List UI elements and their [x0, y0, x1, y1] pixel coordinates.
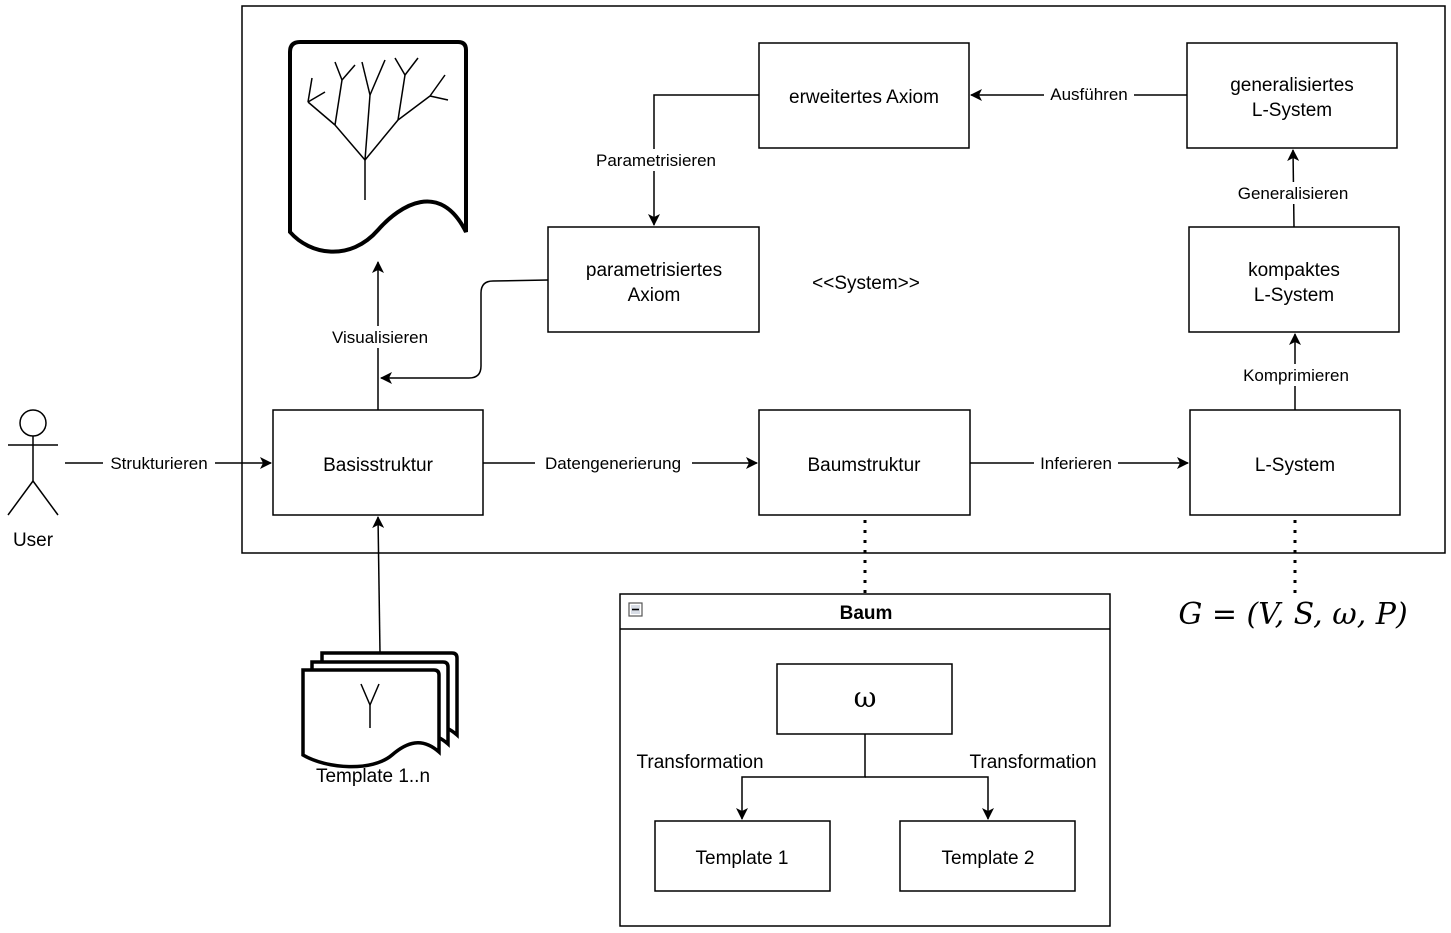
edge-axiom-to-basis — [380, 279, 549, 384]
lsystem-node — [1189, 409, 1401, 516]
user-actor-icon — [7, 409, 59, 516]
edge-parametrisieren-label: Parametrisieren — [596, 151, 716, 170]
tree-document-icon — [288, 40, 468, 254]
generalisiertes-label-line2: L-System — [1252, 100, 1332, 121]
edge-transform-right — [865, 776, 994, 820]
transformation-right-label: Transformation — [969, 752, 1096, 773]
edge-ausfuehren-label: Ausführen — [1050, 85, 1128, 104]
omega-label: ω — [854, 681, 877, 714]
baumstruktur-label: Baumstruktur — [808, 455, 922, 476]
template2-label: Template 2 — [942, 848, 1035, 869]
baum-panel: Baum ω Transformation Transformation Tem… — [619, 593, 1111, 927]
parametrisiertes-axiom-node — [547, 226, 760, 333]
edge-generalisieren-label: Generalisieren — [1238, 184, 1349, 203]
system-stereotype: <<System>> — [812, 273, 920, 294]
edge-visualisieren-label: Visualisieren — [332, 328, 428, 347]
grammar-formula: G = (V, S, ω, P) — [1178, 597, 1407, 632]
kompaktes-label-line1: kompaktes — [1248, 260, 1340, 281]
template-stack-icon — [301, 651, 459, 769]
edge-komprimieren-label: Komprimieren — [1243, 366, 1349, 385]
erweitertes-axiom-node — [758, 42, 970, 149]
edge-datengenerierung-label: Datengenerierung — [545, 454, 681, 473]
omega-node — [776, 663, 953, 735]
kompaktes-label-line2: L-System — [1254, 285, 1334, 306]
edge-strukturieren-label: Strukturieren — [110, 454, 207, 473]
template1-node — [654, 820, 831, 892]
user-label: User — [13, 530, 54, 551]
lsystem-label: L-System — [1255, 455, 1335, 476]
basisstruktur-label: Basisstruktur — [323, 455, 433, 476]
edge-transform-left — [736, 734, 866, 820]
baum-panel-title: Baum — [840, 603, 893, 624]
erweitertes-axiom-label: erweitertes Axiom — [789, 87, 939, 108]
template1-label: Template 1 — [696, 848, 789, 869]
edge-templates-to-basis — [372, 516, 385, 654]
transformation-left-label: Transformation — [636, 752, 763, 773]
templates-label: Template 1..n — [316, 766, 430, 787]
parametrisiertes-label-line2: Axiom — [628, 285, 681, 306]
collapse-icon[interactable] — [628, 602, 643, 617]
generalisiertes-label-line1: generalisiertes — [1230, 75, 1354, 96]
edge-inferieren-label: Inferieren — [1040, 454, 1112, 473]
edge-parametrisieren — [648, 94, 759, 226]
parametrisiertes-label-line1: parametrisiertes — [586, 260, 722, 281]
template2-node — [899, 820, 1076, 892]
